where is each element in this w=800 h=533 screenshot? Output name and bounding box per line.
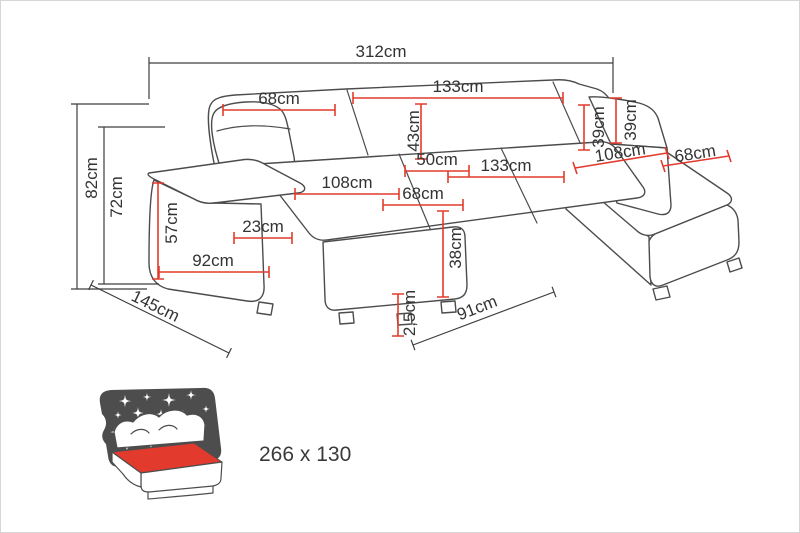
dimension-label: 68cm bbox=[673, 141, 717, 166]
dimension-label: 43cm bbox=[404, 110, 423, 152]
dimension-line bbox=[392, 293, 404, 337]
sofa-pillow-fold bbox=[216, 125, 291, 132]
dimension-line bbox=[572, 146, 670, 175]
dimension-label: 133cm bbox=[480, 156, 531, 175]
dimension-backrest-height: 43cm bbox=[404, 103, 427, 160]
dimension-label: 72cm bbox=[107, 176, 126, 218]
dimension-line bbox=[152, 182, 164, 280]
dimension-armrest-top-width: 23cm bbox=[233, 217, 293, 244]
dimension-line bbox=[148, 57, 614, 99]
dimension-total-height: 82cm bbox=[71, 103, 149, 290]
dimension-line bbox=[610, 97, 622, 144]
dimension-seat-right: 133cm bbox=[447, 156, 565, 183]
sofa-seat-front bbox=[322, 226, 468, 311]
dimension-line bbox=[410, 286, 557, 351]
sofa-illustration bbox=[147, 79, 743, 326]
dimension-label: 2,5cm bbox=[400, 290, 419, 336]
dimension-line bbox=[382, 199, 464, 211]
dimension-line bbox=[233, 232, 293, 244]
dimension-arm-front-height: 57cm bbox=[152, 182, 181, 280]
dimension-label: 68cm bbox=[402, 184, 444, 203]
dimension-leg-height: 2,5cm bbox=[392, 290, 419, 337]
blanket-folds bbox=[130, 424, 178, 435]
dimension-line bbox=[437, 210, 449, 298]
dimension-label: 82cm bbox=[82, 157, 101, 199]
sleeping-area-size: 266 x 130 bbox=[259, 443, 351, 466]
dimension-line bbox=[294, 188, 400, 200]
dimension-seat-front-section: 50cm bbox=[404, 150, 470, 177]
dimension-line bbox=[415, 103, 427, 160]
sofa-left-arm-top bbox=[147, 158, 306, 204]
dimension-label: 108cm bbox=[321, 173, 372, 192]
dimension-label: 133cm bbox=[432, 77, 483, 96]
dimension-arm-height: 72cm bbox=[98, 126, 165, 285]
dimension-line bbox=[352, 92, 564, 104]
dimension-label: 57cm bbox=[162, 202, 181, 244]
dimension-seat-left: 108cm bbox=[294, 173, 400, 200]
dimension-label: 39cm bbox=[589, 106, 608, 148]
dimension-line bbox=[71, 103, 149, 290]
sofa-left-arm-front bbox=[148, 179, 265, 303]
dimension-back-left: 68cm bbox=[222, 89, 336, 116]
dimension-line bbox=[158, 266, 270, 278]
dimension-seat-height: 38cm bbox=[437, 210, 465, 298]
dimension-arm-front-width: 92cm bbox=[158, 251, 270, 278]
dimension-line bbox=[98, 126, 165, 285]
dimension-line bbox=[222, 104, 336, 116]
dimension-label: 92cm bbox=[192, 251, 234, 270]
dimension-label: 39cm bbox=[621, 99, 640, 141]
sofa-right-armrest-top bbox=[588, 96, 668, 149]
dimension-right-arm-front-height: 39cm bbox=[610, 97, 640, 144]
dimension-right-arm-back-height: 39cm bbox=[578, 104, 608, 151]
mattress-side bbox=[111, 451, 142, 488]
red-dimension-lines: 68cm 133cm 43cm 39cm 39cm 50cm 133cm 10 bbox=[152, 77, 732, 337]
dimension-label: 50cm bbox=[416, 150, 458, 169]
dimension-total-width: 312cm bbox=[148, 42, 614, 99]
dimension-line bbox=[660, 149, 732, 173]
sleeping-function-icon bbox=[99, 387, 223, 500]
dimension-back-right: 133cm bbox=[352, 77, 564, 104]
dimension-seat-mid: 68cm bbox=[382, 184, 464, 211]
sofa-backrest-seams bbox=[346, 81, 582, 156]
dimension-line bbox=[578, 104, 590, 151]
bed-base bbox=[147, 485, 214, 500]
dimension-line bbox=[88, 279, 232, 359]
sofa-feet bbox=[256, 257, 743, 326]
dimension-label: 23cm bbox=[242, 217, 284, 236]
dimension-label: 145cm bbox=[128, 286, 182, 325]
dimension-label: 312cm bbox=[355, 42, 406, 61]
sofa-right-chaise-front bbox=[648, 204, 740, 287]
dimension-label: 38cm bbox=[446, 227, 465, 269]
dimension-line bbox=[447, 171, 565, 183]
dimension-line bbox=[404, 165, 470, 177]
dimension-label: 68cm bbox=[258, 89, 300, 108]
